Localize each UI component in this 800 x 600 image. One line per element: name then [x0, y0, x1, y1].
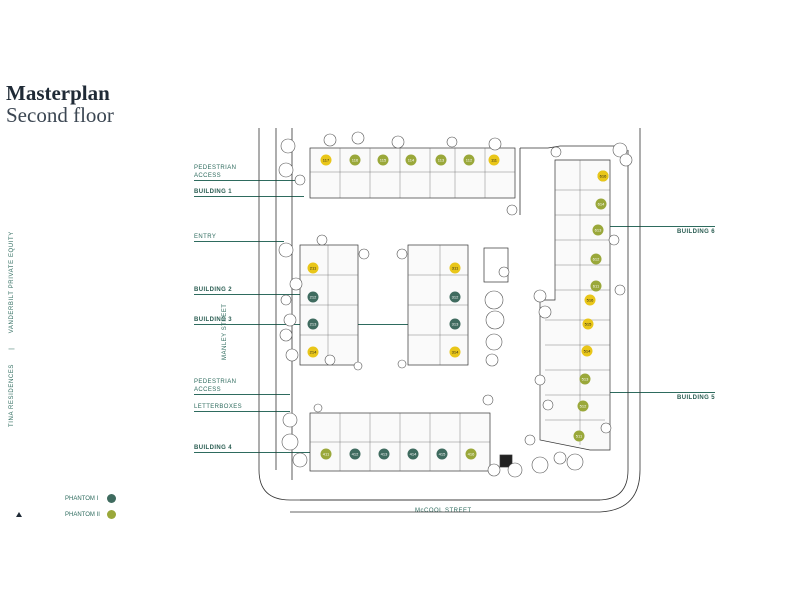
legend-label-phantom-1: PHANTOM I — [65, 495, 99, 502]
label-building-2: BUILDING 2 — [194, 287, 233, 293]
unit-marker-416 — [465, 448, 477, 460]
unit-label-514: 514 — [584, 348, 591, 353]
unit-marker-414 — [407, 448, 419, 460]
building-2 — [299, 244, 359, 366]
unit-marker-415 — [436, 448, 448, 460]
label-letterboxes: LETTERBOXES — [194, 404, 243, 410]
building-5-6 — [539, 159, 611, 451]
unit-marker-211 — [307, 262, 319, 274]
unit-label-311: 311 — [452, 265, 459, 270]
unit-marker-213 — [307, 318, 319, 330]
unit-label-414: 414 — [410, 451, 417, 456]
unit-marker-514 — [581, 345, 593, 357]
legend: PHANTOM I PHANTOM II — [65, 494, 116, 526]
unit-label-412: 412 — [352, 451, 359, 456]
unit-label-614: 614 — [598, 201, 605, 206]
unit-marker-212 — [307, 291, 319, 303]
legend-item-phantom-2: PHANTOM II — [65, 510, 116, 519]
label-building-3: BUILDING 3 — [194, 317, 233, 323]
unit-label-511: 511 — [576, 433, 583, 438]
unit-label-515: 515 — [585, 321, 592, 326]
unit-marker-111 — [488, 154, 500, 166]
unit-label-411: 411 — [323, 451, 330, 456]
page-title: Masterplan Second floor — [6, 82, 114, 126]
unit-marker-311 — [449, 262, 461, 274]
unit-marker-411 — [320, 448, 332, 460]
label-building-4: BUILDING 4 — [194, 445, 233, 451]
unit-marker-614 — [595, 198, 607, 210]
legend-label-phantom-2: PHANTOM II — [65, 511, 100, 518]
legend-item-phantom-1: PHANTOM I — [65, 494, 116, 503]
trees — [278, 131, 633, 478]
unit-label-211: 211 — [310, 265, 317, 270]
unit-marker-114 — [405, 154, 417, 166]
unit-marker-412 — [349, 448, 361, 460]
unit-label-314: 314 — [452, 349, 459, 354]
unit-label-214: 214 — [310, 349, 317, 354]
unit-marker-611 — [590, 280, 602, 292]
unit-label-212: 212 — [310, 294, 317, 299]
unit-marker-612 — [590, 253, 602, 265]
unit-label-611: 611 — [593, 283, 600, 288]
label-entry: ENTRY — [194, 234, 217, 240]
unit-marker-516 — [584, 294, 596, 306]
unit-label-312: 312 — [452, 294, 459, 299]
unit-marker-112 — [463, 154, 475, 166]
unit-marker-413 — [378, 448, 390, 460]
unit-label-415: 415 — [439, 451, 446, 456]
unit-label-117: 117 — [323, 157, 330, 162]
title-line-2: Second floor — [6, 103, 114, 127]
legend-swatch-phantom-1 — [107, 494, 116, 503]
label-pedestrian-access-top: PEDESTRIAN ACCESS — [194, 165, 237, 179]
unit-label-512: 512 — [580, 403, 587, 408]
unit-marker-214 — [307, 346, 319, 358]
title-line-1: Masterplan — [6, 81, 110, 105]
unit-label-416: 416 — [468, 451, 475, 456]
unit-marker-512 — [577, 400, 589, 412]
unit-label-516: 516 — [587, 297, 594, 302]
label-building-5: BUILDING 5 — [677, 395, 716, 401]
legend-swatch-phantom-2 — [107, 510, 116, 519]
label-pedestrian-access-bottom: PEDESTRIAN ACCESS — [194, 379, 237, 393]
unit-label-113: 113 — [438, 157, 445, 162]
unit-marker-115 — [377, 154, 389, 166]
unit-marker-511 — [573, 430, 585, 442]
north-arrow-icon — [16, 512, 22, 517]
label-building-1: BUILDING 1 — [194, 189, 233, 195]
unit-label-213: 213 — [310, 321, 317, 326]
unit-label-513: 513 — [582, 376, 589, 381]
unit-marker-312 — [449, 291, 461, 303]
unit-marker-313 — [449, 318, 461, 330]
unit-markers: 117 116 115 114 113 112 111 211 212 213 214 311 312 3… — [307, 154, 609, 460]
unit-label-413: 413 — [381, 451, 388, 456]
unit-label-613: 613 — [595, 227, 602, 232]
label-building-6: BUILDING 6 — [677, 229, 716, 235]
unit-marker-314 — [449, 346, 461, 358]
building-4 — [309, 412, 513, 472]
unit-label-112: 112 — [466, 157, 473, 162]
unit-marker-116 — [349, 154, 361, 166]
unit-label-612: 612 — [593, 256, 600, 261]
unit-label-115: 115 — [380, 157, 387, 162]
label-mccool-street: McCOOL STREET — [415, 508, 472, 514]
unit-label-114: 114 — [408, 157, 415, 162]
unit-label-116: 116 — [352, 157, 359, 162]
unit-label-111: 111 — [491, 157, 498, 162]
unit-marker-117 — [320, 154, 332, 166]
unit-marker-616 — [597, 170, 609, 182]
unit-marker-613 — [592, 224, 604, 236]
unit-label-616: 616 — [600, 173, 607, 178]
unit-marker-515 — [582, 318, 594, 330]
unit-marker-513 — [579, 373, 591, 385]
unit-label-313: 313 — [452, 321, 459, 326]
unit-marker-113 — [435, 154, 447, 166]
